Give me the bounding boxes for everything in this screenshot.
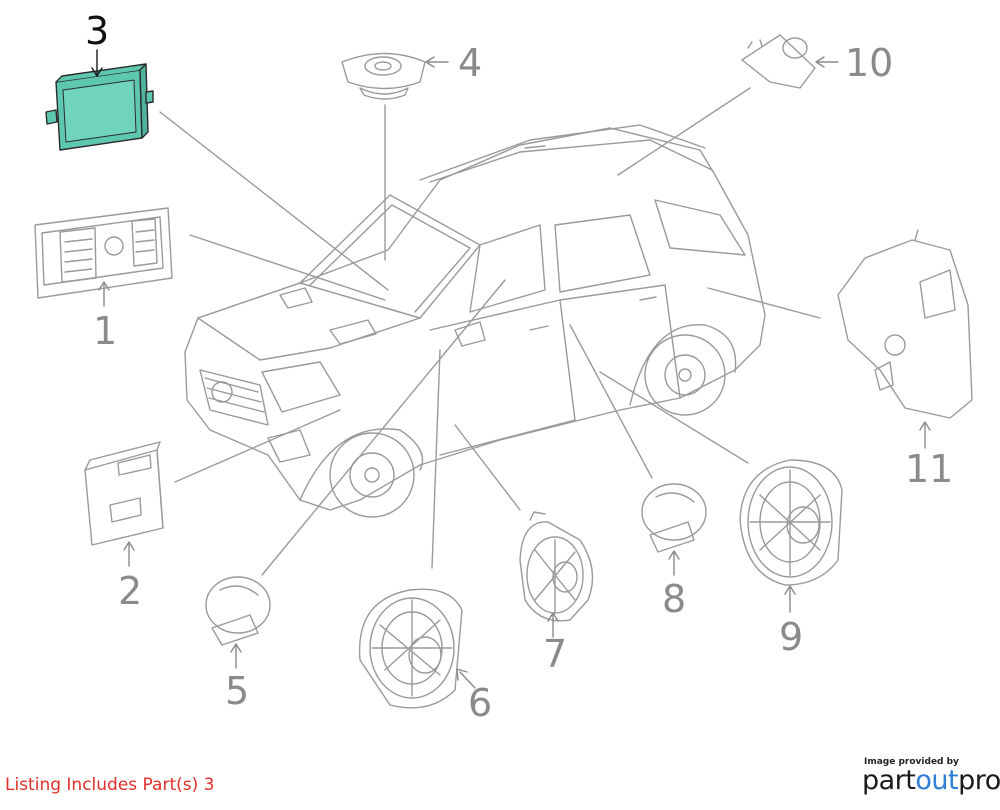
part-11-subwoofer (838, 230, 972, 418)
part-8-small-speaker (642, 484, 706, 552)
logo-pro: pro (958, 765, 1000, 796)
credit-caption: Image provided by (864, 757, 959, 767)
part-label-11: 11 (905, 447, 954, 491)
part-10-rear-speaker (742, 35, 815, 88)
part-2-control-module (85, 442, 163, 545)
listing-note: Listing Includes Part(s) 3 (5, 775, 215, 795)
part-4-dash-speaker (342, 54, 425, 100)
part-label-10: 10 (845, 41, 894, 85)
part-3-display-highlighted (46, 64, 153, 150)
part-label-4: 4 (458, 41, 483, 85)
part-label-6: 6 (468, 681, 493, 725)
part-label-9: 9 (779, 615, 804, 659)
part-label-2: 2 (118, 569, 143, 613)
part-label-3: 3 (85, 9, 110, 53)
part-1-head-unit (35, 208, 172, 298)
part-6-door-speaker (360, 589, 462, 708)
image-credit: Image provided by partoutpro (862, 757, 1000, 796)
part-5-small-speaker (206, 577, 270, 645)
part-label-8: 8 (662, 577, 687, 621)
part-9-door-speaker (740, 460, 842, 585)
vehicle-illustration (185, 125, 765, 517)
partoutpro-logo: partoutpro (862, 765, 1000, 796)
part-7-mid-speaker (520, 512, 593, 621)
logo-out: out (915, 765, 959, 796)
arrows (92, 50, 930, 688)
logo-part: part (862, 765, 916, 796)
part-label-5: 5 (225, 669, 250, 713)
part-label-7: 7 (543, 632, 568, 676)
leader-lines (160, 88, 820, 575)
part-label-1: 1 (93, 309, 118, 353)
